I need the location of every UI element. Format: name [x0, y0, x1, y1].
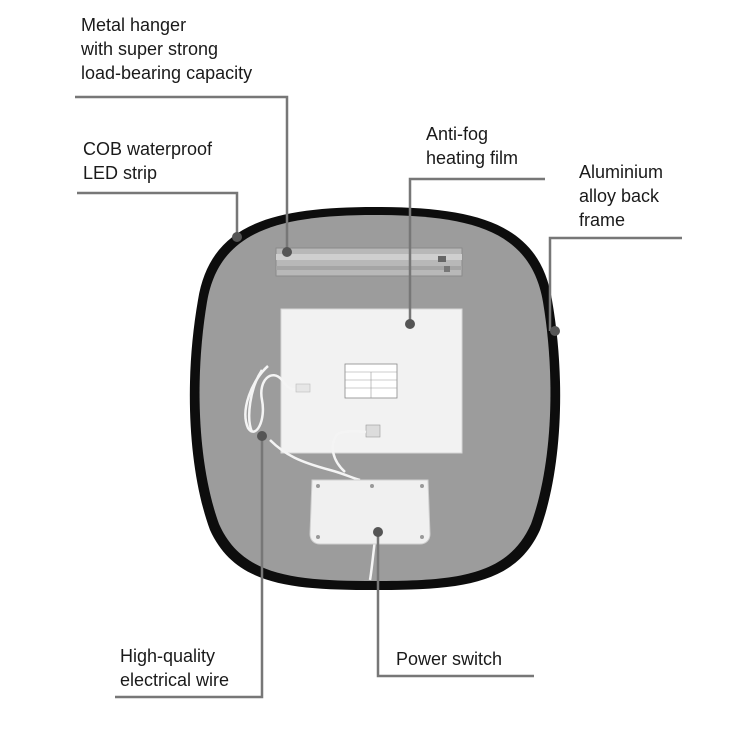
leader-metal-hanger [75, 95, 289, 252]
callout-line: Power switch [396, 649, 503, 669]
dot-metal-hanger [282, 247, 292, 257]
callout-electrical-wire: High-quality electrical wire [120, 644, 229, 692]
leader-cob-led [77, 191, 239, 237]
callout-dots [232, 232, 560, 537]
callout-line: electrical wire [120, 670, 230, 690]
callout-line: heating film [426, 148, 519, 168]
callout-line: load-bearing capacity [81, 63, 253, 83]
callout-line: with super strong [81, 39, 219, 59]
heating-film [280, 308, 463, 454]
dot-electrical-wire [257, 431, 267, 441]
callout-back-frame: Aluminium alloy back frame [579, 160, 663, 232]
dot-anti-fog [405, 319, 415, 329]
callout-metal-hanger: Metal hanger with super strong load-bear… [81, 13, 252, 85]
dot-back-frame [550, 326, 560, 336]
callout-line: frame [579, 210, 626, 230]
leader-lines [75, 95, 682, 699]
electrical-wire [244, 365, 377, 581]
metal-hanger [275, 247, 463, 277]
callout-line: Anti-fog [426, 124, 489, 144]
callout-power-switch: Power switch [396, 647, 502, 671]
power-switch-box [309, 479, 431, 545]
leader-electrical-wire [115, 436, 264, 699]
wire-plug [295, 383, 311, 393]
callout-anti-fog: Anti-fog heating film [426, 122, 518, 170]
leader-back-frame [548, 236, 682, 331]
callout-line: Aluminium [579, 162, 664, 182]
callout-line: LED strip [83, 163, 158, 183]
callout-cob-led: COB waterproof LED strip [83, 137, 212, 185]
callout-line: Metal hanger [81, 15, 187, 35]
leader-anti-fog [408, 177, 545, 324]
dot-power-switch [373, 527, 383, 537]
dot-cob-led [232, 232, 242, 242]
leader-power-switch [376, 532, 534, 678]
callout-line: High-quality [120, 646, 216, 666]
callout-line: alloy back [579, 186, 660, 206]
callout-line: COB waterproof [83, 139, 213, 159]
